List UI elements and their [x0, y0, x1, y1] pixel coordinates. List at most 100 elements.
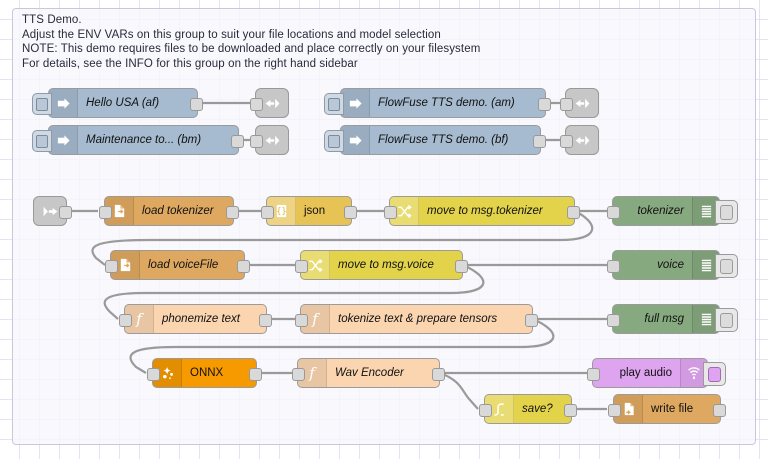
node-label: voice [613, 251, 692, 279]
svg-text:f: f [135, 311, 144, 327]
node-label: play audio [593, 359, 680, 387]
output-port[interactable] [564, 404, 577, 417]
inject-trigger-button[interactable] [32, 93, 52, 115]
debug-toggle-button[interactable] [715, 200, 738, 224]
node-save-switch[interactable]: save? [484, 394, 572, 424]
node-inject-hello-usa[interactable]: Hello USA (af) [48, 88, 198, 118]
input-port[interactable] [560, 98, 573, 111]
input-port[interactable] [292, 368, 305, 381]
node-label: load tokenizer [134, 197, 233, 225]
output-port[interactable] [538, 98, 551, 111]
inject-trigger-button[interactable] [32, 130, 52, 152]
node-label: move to msg.voice [330, 251, 462, 279]
output-port[interactable] [226, 206, 239, 219]
svg-text:f: f [308, 365, 317, 381]
output-port[interactable] [432, 368, 445, 381]
output-port[interactable] [237, 260, 250, 273]
node-debug-tokenizer[interactable]: tokenizer [612, 196, 720, 226]
input-port[interactable] [105, 260, 118, 273]
input-port[interactable] [607, 206, 620, 219]
node-label: tokenizer [613, 197, 692, 225]
group-comment-text: TTS Demo. Adjust the ENV VARs on this gr… [22, 13, 722, 71]
node-json[interactable]: {} json [266, 196, 352, 226]
inject-arrow-icon [49, 126, 78, 154]
debug-toggle-button[interactable] [715, 254, 738, 278]
node-link-out-3[interactable] [565, 88, 599, 118]
node-link-in-1[interactable] [33, 196, 67, 226]
input-port[interactable] [479, 404, 492, 417]
output-port[interactable] [455, 260, 468, 273]
node-label: FlowFuse TTS demo. (am) [370, 89, 545, 117]
node-label: move to msg.tokenizer [419, 197, 574, 225]
node-label: json [296, 197, 351, 225]
inject-trigger-button[interactable] [324, 130, 344, 152]
node-inject-maintenance[interactable]: Maintenance to... (bm) [48, 125, 239, 155]
output-port[interactable] [533, 135, 546, 148]
node-load-voicefile[interactable]: load voiceFile [110, 250, 245, 280]
node-label: ONNX [182, 359, 256, 387]
link-out-icon [574, 95, 591, 112]
node-label: FlowFuse TTS demo. (bf) [370, 126, 540, 154]
link-in-icon [42, 203, 59, 220]
link-out-icon [574, 132, 591, 149]
output-port[interactable] [190, 98, 203, 111]
link-out-icon [264, 95, 281, 112]
audio-toggle-button[interactable] [703, 362, 726, 386]
output-port[interactable] [567, 206, 580, 219]
input-port[interactable] [250, 98, 263, 111]
input-port[interactable] [147, 368, 160, 381]
node-phonemize-text[interactable]: f phonemize text [124, 304, 267, 334]
output-port[interactable] [525, 314, 538, 327]
node-link-out-4[interactable] [565, 125, 599, 155]
node-label: load voiceFile [140, 251, 244, 279]
node-label: write file [643, 395, 720, 423]
input-port[interactable] [608, 404, 621, 417]
node-label: Maintenance to... (bm) [78, 126, 238, 154]
node-label: Wav Encoder [327, 359, 439, 387]
inject-arrow-icon [341, 89, 370, 117]
input-port[interactable] [295, 314, 308, 327]
inject-trigger-button[interactable] [324, 93, 344, 115]
svg-text:{}: {} [276, 206, 286, 216]
inject-arrow-icon [341, 126, 370, 154]
output-port[interactable] [59, 206, 72, 219]
node-inject-flowfuse-am[interactable]: FlowFuse TTS demo. (am) [340, 88, 546, 118]
node-link-out-1[interactable] [255, 88, 289, 118]
node-onnx[interactable]: ONNX [152, 358, 257, 388]
node-label: phonemize text [154, 305, 266, 333]
input-port[interactable] [607, 314, 620, 327]
svg-text:f: f [311, 311, 320, 327]
input-port[interactable] [99, 206, 112, 219]
output-port[interactable] [231, 135, 244, 148]
node-label: tokenize text & prepare tensors [330, 305, 532, 333]
input-port[interactable] [261, 206, 274, 219]
node-tokenize-prepare-tensors[interactable]: f tokenize text & prepare tensors [300, 304, 533, 334]
inject-arrow-icon [49, 89, 78, 117]
node-debug-voice[interactable]: voice [612, 250, 720, 280]
node-label: full msg [613, 305, 692, 333]
input-port[interactable] [250, 135, 263, 148]
node-load-tokenizer[interactable]: load tokenizer [104, 196, 234, 226]
node-label: Hello USA (af) [78, 89, 197, 117]
input-port[interactable] [384, 206, 397, 219]
node-write-file[interactable]: write file [613, 394, 721, 424]
debug-toggle-button[interactable] [715, 308, 738, 332]
node-link-out-2[interactable] [255, 125, 289, 155]
input-port[interactable] [560, 135, 573, 148]
output-port[interactable] [259, 314, 272, 327]
node-wav-encoder[interactable]: f Wav Encoder [297, 358, 440, 388]
output-port[interactable] [713, 404, 726, 417]
node-move-to-msg-voice[interactable]: move to msg.voice [300, 250, 463, 280]
node-debug-full-msg[interactable]: full msg [612, 304, 720, 334]
node-play-audio[interactable]: play audio [592, 358, 708, 388]
node-label: save? [514, 395, 571, 423]
node-move-to-msg-tokenizer[interactable]: move to msg.tokenizer [389, 196, 575, 226]
input-port[interactable] [119, 314, 132, 327]
input-port[interactable] [295, 260, 308, 273]
input-port[interactable] [587, 368, 600, 381]
node-inject-flowfuse-bf[interactable]: FlowFuse TTS demo. (bf) [340, 125, 541, 155]
input-port[interactable] [607, 260, 620, 273]
output-port[interactable] [344, 206, 357, 219]
output-port[interactable] [249, 368, 262, 381]
